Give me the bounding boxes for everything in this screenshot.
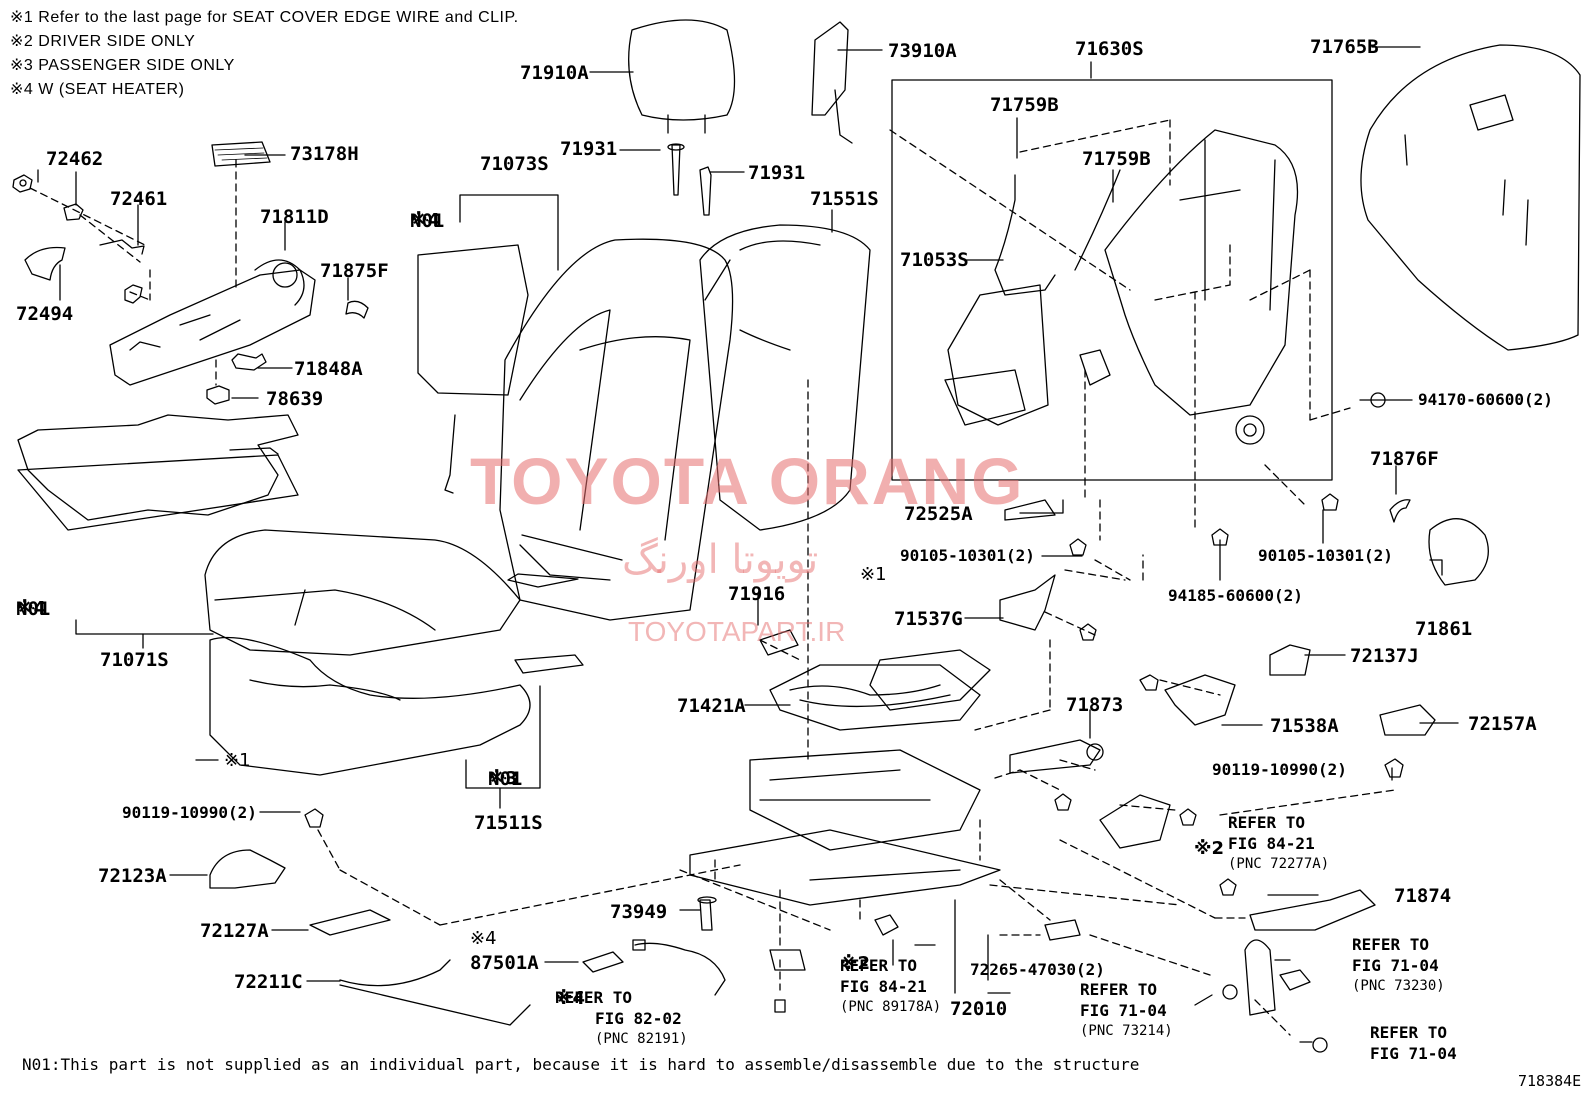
right-side-parts (1100, 393, 1488, 1052)
seatback-board (1361, 45, 1580, 350)
leader-lines (38, 47, 1458, 1042)
seat-cushion-cover-pad (205, 530, 583, 775)
refer-fig-71-04-pnc-73230[interactable]: REFER TO FIG 71-04 (PNC 73230) (1352, 935, 1445, 994)
part-label-72265-47030[interactable]: 72265-47030(2) (970, 960, 1105, 979)
note-mark-1-cushion: ※1 (224, 750, 251, 771)
part-label-72127A[interactable]: 72127A (200, 920, 269, 942)
part-label-71765B[interactable]: 71765B (1310, 36, 1379, 58)
watermark-persian: تویوتا اورنگ (622, 537, 819, 583)
note-2: ※2 DRIVER SIDE ONLY (10, 33, 196, 50)
diagram-id: 718384E (1518, 1072, 1582, 1090)
part-label-73910A[interactable]: 73910A (888, 40, 957, 62)
part-label-94170-60600[interactable]: 94170-60600(2) (1418, 390, 1553, 409)
part-label-73178H[interactable]: 73178H (290, 143, 359, 165)
part-label-72462[interactable]: 72462 (46, 148, 104, 170)
footer-n01-note: N01:This part is not supplied as an indi… (22, 1055, 1140, 1074)
part-label-71910A[interactable]: 71910A (520, 62, 589, 84)
part-label-90119-10990-right[interactable]: 90119-10990(2) (1212, 760, 1347, 779)
refer-fig-71-04[interactable]: REFER TO FIG 71-04 (1370, 1023, 1457, 1063)
part-label-72137J[interactable]: 72137J (1350, 645, 1419, 667)
part-label-71551S[interactable]: 71551S (810, 188, 879, 210)
part-label-72211C[interactable]: 72211C (234, 971, 303, 993)
part-label-71759B-right[interactable]: 71759B (1082, 148, 1151, 170)
part-label-71848A[interactable]: 71848A (294, 358, 363, 380)
part-label-90119-10990-left[interactable]: 90119-10990(2) (122, 803, 257, 822)
part-label-72157A[interactable]: 72157A (1468, 713, 1537, 735)
part-label-71876F[interactable]: 71876F (1370, 448, 1439, 470)
dashed-assembly-lines (30, 120, 1395, 1035)
part-label-87501A[interactable]: 87501A (470, 952, 539, 974)
part-label-71874[interactable]: 71874 (1394, 885, 1452, 907)
part-label-71873[interactable]: 71873 (1066, 694, 1124, 716)
part-label-71931-left[interactable]: 71931 (560, 138, 618, 160)
seatback-frame (945, 130, 1298, 444)
bottom-left-parts (210, 809, 725, 1025)
part-label-72010[interactable]: 72010 (950, 998, 1008, 1020)
part-label-90105-10301-right[interactable]: 90105-10301(2) (1258, 546, 1393, 565)
watermark-url: TOYOTAPART.IR (628, 616, 846, 647)
part-label-90105-10301-left[interactable]: 90105-10301(2) (900, 546, 1035, 565)
seatback-cover-pad (500, 225, 870, 620)
part-label-94185-60600[interactable]: 94185-60600(2) (1168, 586, 1303, 605)
headrest-group (629, 20, 852, 215)
part-label-71916[interactable]: 71916 (728, 583, 786, 605)
part-label-71811D[interactable]: 71811D (260, 206, 329, 228)
part-label-71538A[interactable]: 71538A (1270, 715, 1339, 737)
refer-fig-84-21-pnc-72277a[interactable]: REFER TO FIG 84-21 (PNC 72277A) (1228, 813, 1330, 872)
part-label-71630S[interactable]: 71630S (1075, 38, 1144, 60)
part-label-71053S[interactable]: 71053S (900, 249, 969, 271)
part-label-71537G[interactable]: 71537G (894, 608, 963, 630)
part-label-71511S[interactable]: 71511S (474, 812, 543, 834)
note-3: ※3 PASSENGER SIDE ONLY (10, 57, 235, 74)
part-label-73949[interactable]: 73949 (610, 901, 668, 923)
seatback-frame-box (892, 80, 1332, 480)
seat-heater-pads (18, 245, 528, 530)
part-label-72461[interactable]: 72461 (110, 188, 168, 210)
part-label-72525A[interactable]: 72525A (904, 503, 973, 525)
part-label-71421A[interactable]: 71421A (677, 695, 746, 717)
part-label-72494[interactable]: 72494 (16, 303, 74, 325)
note-4: ※4 W (SEAT HEATER) (10, 81, 185, 98)
part-label-71073S[interactable]: 71073S (480, 153, 549, 175)
seat-frame-adjuster (690, 500, 1103, 1012)
note-1: ※1 Refer to the last page for SEAT COVER… (10, 9, 519, 26)
note-mark-4-sensor: ※4 (470, 928, 497, 949)
part-label-71759B-left[interactable]: 71759B (990, 94, 1059, 116)
recliner-cover-group (13, 142, 368, 404)
part-label-71071S[interactable]: 71071S (100, 649, 169, 671)
part-label-71931-right[interactable]: 71931 (748, 162, 806, 184)
part-label-78639[interactable]: 78639 (266, 388, 324, 410)
part-label-72123A[interactable]: 72123A (98, 865, 167, 887)
refer-fig-84-21-pnc-89178a[interactable]: ※2 REFER TO FIG 84-21 (PNC 89178A) (840, 953, 942, 1015)
refer-fig-82-02-pnc-82191[interactable]: ※4 REFER TO FIG 82-02 (PNC 82191) (555, 988, 688, 1047)
note-mark-1-seatback: ※1 (860, 564, 887, 585)
part-label-71875F[interactable]: 71875F (320, 260, 389, 282)
refer-fig-71-04-pnc-73214[interactable]: REFER TO FIG 71-04 (PNC 73214) (1080, 980, 1173, 1039)
watermark-title: TOYOTA ORANG (470, 444, 1025, 518)
part-label-71861[interactable]: 71861 (1415, 618, 1473, 640)
